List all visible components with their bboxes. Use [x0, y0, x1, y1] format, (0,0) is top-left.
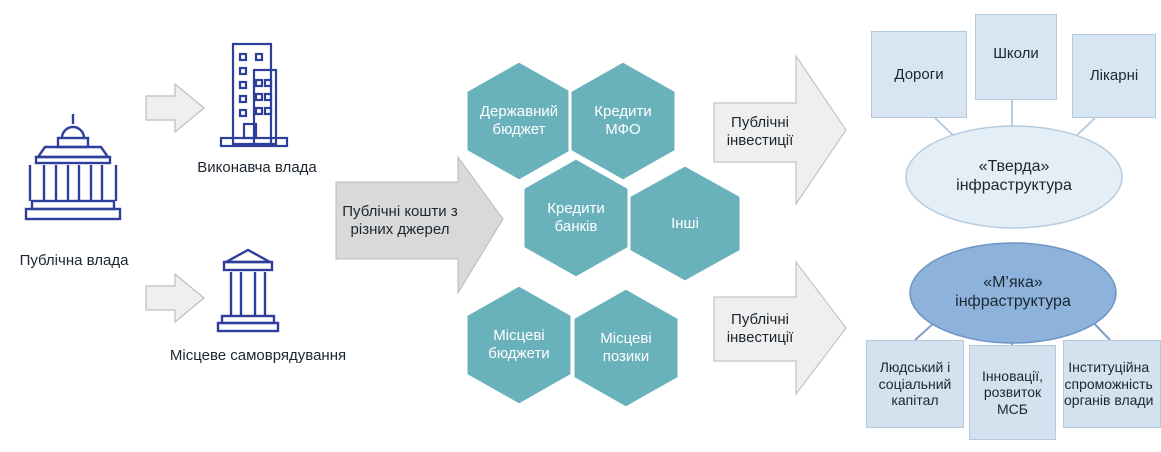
hard-item-schools: Школи [975, 14, 1057, 100]
soft-item-innovation: Інновації, розвиток МСБ [969, 345, 1056, 440]
investment-arrow-bottom-label: Публічні інвестиції [726, 311, 794, 346]
soft-item-institutional-capacity: Інституційна спроможність органів влади [1063, 340, 1161, 428]
hex-bank-loans [521, 156, 631, 280]
arrow-to-executive [145, 82, 205, 134]
hex-local-budgets-label: Місцеві бюджети [488, 327, 550, 362]
investment-arrow-top-shape [713, 54, 847, 206]
capitol-icon [24, 114, 122, 221]
hexagons [464, 59, 743, 410]
executive-power-label: Виконавча влада [197, 159, 317, 177]
soft-infrastructure-title: «М’яка» інфраструктура [955, 274, 1071, 310]
investment-arrow-top-label: Публічні інвестиції [726, 114, 794, 149]
local-self-government-label: Місцеве самоврядування [169, 347, 347, 365]
soft-item-human-capital: Людський і соціальний капітал [866, 340, 964, 428]
hex-local-loans-label: Місцеві позики [600, 330, 652, 365]
hex-local-budgets [464, 283, 574, 407]
hex-state-budget-label: Державний бюджет [479, 103, 559, 138]
hard-infrastructure-title: «Тверда» інфраструктура [956, 158, 1072, 194]
investment-arrow-bottom-shape [713, 260, 847, 396]
hard-item-roads: Дороги [871, 31, 967, 118]
columned-building-icon [216, 248, 280, 333]
office-building-icon [219, 42, 289, 148]
main-arrow-label: Публічні кошти з різних джерел [342, 203, 458, 238]
main-arrow-shape [335, 155, 504, 295]
hex-mfo-loans [568, 59, 678, 183]
public-authority-label: Публічна влада [19, 252, 129, 270]
hex-other [627, 163, 743, 284]
hard-infrastructure-ellipse [905, 125, 1123, 229]
arrow-to-local-government [145, 272, 205, 324]
hex-local-loans [571, 286, 681, 410]
hex-mfo-loans-label: Кредити МФО [594, 103, 652, 138]
hex-other-label: Інші [671, 215, 699, 232]
hex-bank-loans-label: Кредити банків [547, 200, 605, 235]
hard-item-hospitals: Лікарні [1072, 34, 1156, 118]
soft-infrastructure-ellipse [909, 242, 1117, 344]
